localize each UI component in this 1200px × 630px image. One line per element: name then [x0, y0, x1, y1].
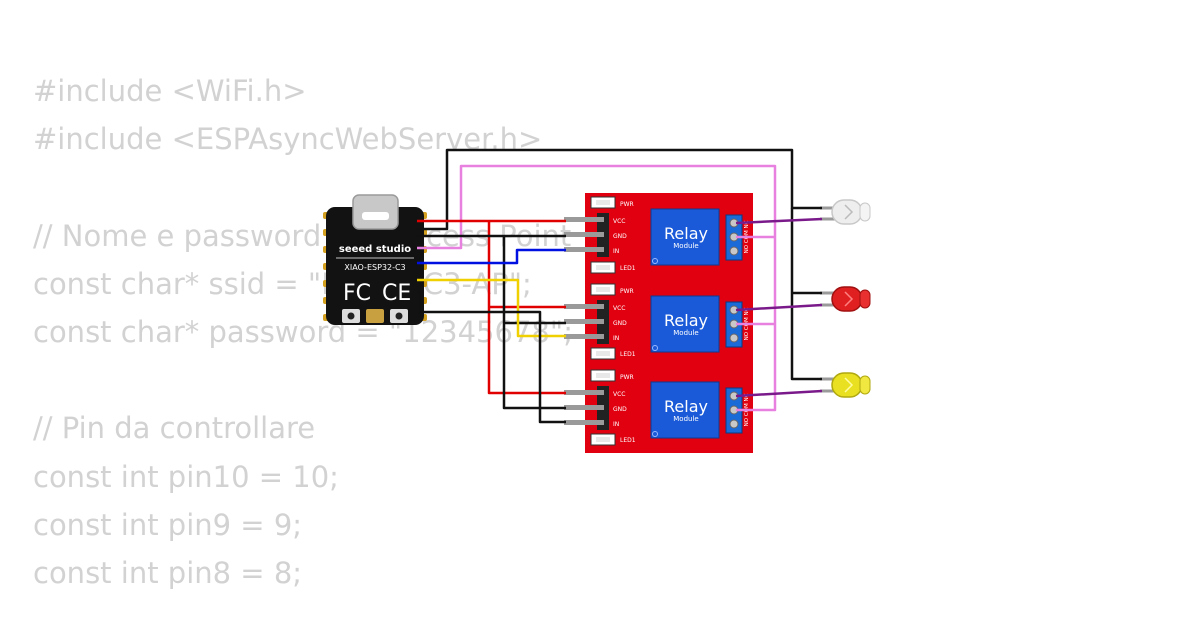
led1-label: LED1 — [620, 265, 636, 272]
wires — [417, 148, 823, 424]
wire-purple-1[interactable] — [735, 217, 823, 225]
code-line: const int pin9 = 9; — [33, 507, 303, 542]
wire-pink[interactable] — [417, 164, 777, 412]
in-label: IN — [613, 421, 619, 428]
gnd-label: GND — [613, 233, 627, 240]
led-yellow[interactable] — [820, 372, 871, 398]
wire-black-gnd[interactable] — [417, 234, 566, 410]
in-label: IN — [613, 335, 619, 342]
relay-subtitle: Module — [673, 415, 698, 423]
relay-title: Relay — [664, 397, 708, 416]
pwr-label: PWR — [620, 288, 634, 295]
led-red[interactable] — [820, 286, 871, 312]
fcc-logo: FC — [343, 281, 371, 306]
board-model: XIAO-ESP32-C3 — [344, 263, 405, 272]
pwr-label: PWR — [620, 374, 634, 381]
relay-title: Relay — [664, 311, 708, 330]
gnd-label: GND — [613, 406, 627, 413]
relay-title: Relay — [664, 224, 708, 243]
gnd-label: GND — [613, 320, 627, 327]
in-label: IN — [613, 248, 619, 255]
vcc-label: VCC — [613, 305, 625, 312]
led1-label: LED1 — [620, 351, 636, 358]
board-brand: seeed studio — [339, 244, 411, 255]
wire-black-led-common[interactable] — [790, 208, 822, 381]
wire-black-in3[interactable] — [417, 290, 566, 424]
relay-subtitle: Module — [673, 329, 698, 337]
wire-yellow-in2[interactable] — [417, 278, 566, 338]
vcc-label: VCC — [613, 391, 625, 398]
code-line: const int pin10 = 10; — [33, 459, 339, 494]
code-line: #include <WiFi.h> — [33, 74, 307, 108]
relay-module-1[interactable]: PWR VCC GND IN LED1 Relay Module NO COM … — [564, 196, 750, 274]
wire-black-top[interactable] — [417, 148, 822, 231]
relay-subtitle: Module — [673, 242, 698, 250]
pwr-label: PWR — [620, 201, 634, 208]
code-line: const int pin8 = 8; — [33, 555, 303, 590]
wire-purple-2[interactable] — [735, 303, 823, 312]
ce-logo: CE — [382, 281, 411, 306]
led-white[interactable] — [820, 199, 871, 225]
code-line: const char* password = "12345678"; — [33, 314, 573, 349]
wire-blue-in1[interactable] — [417, 248, 566, 265]
wire-purple-3[interactable] — [735, 389, 823, 398]
vcc-label: VCC — [613, 218, 625, 225]
code-line: // Pin da controllare — [33, 411, 316, 446]
xiao-esp32-c3-board[interactable]: seeed studio XIAO-ESP32-C3 FC CE — [323, 194, 427, 325]
led1-label: LED1 — [620, 437, 636, 444]
relay-module-3[interactable]: PWR VCC GND IN LED1 Relay Module NO COM … — [564, 369, 750, 446]
